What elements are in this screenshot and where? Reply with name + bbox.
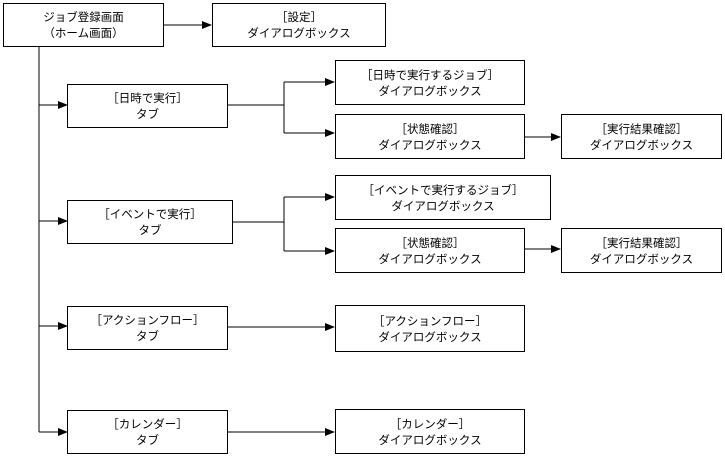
node-dialog-result-1: ［実行結果確認］ ダイアログボックス: [561, 114, 722, 159]
node-subtitle: ダイアログボックス: [391, 198, 495, 213]
node-dialog-result-2: ［実行結果確認］ ダイアログボックス: [561, 228, 722, 273]
node-dialog-event-job: ［イベントで実行するジョブ］ ダイアログボックス: [335, 175, 551, 220]
node-title: ジョブ登録画面: [43, 10, 124, 24]
node-subtitle: タブ: [138, 223, 162, 237]
node-subtitle: ダイアログボックス: [247, 26, 351, 40]
node-title: ［日時で実行するジョブ］: [361, 67, 499, 82]
node-dialog-status-1: ［状態確認］ ダイアログボックス: [335, 114, 525, 159]
node-subtitle: ダイアログボックス: [589, 251, 694, 266]
node-title: ［カレンダー］: [107, 417, 188, 431]
node-dialog-status-2: ［状態確認］ ダイアログボックス: [335, 228, 525, 273]
node-dialog-datetime-job: ［日時で実行するジョブ］ ダイアログボックス: [335, 60, 525, 105]
node-dialog-calendar: ［カレンダー］ ダイアログボックス: [335, 409, 525, 454]
node-subtitle: ダイアログボックス: [589, 137, 694, 152]
node-title: ［設定］: [276, 10, 322, 24]
node-settings-dialog: ［設定］ ダイアログボックス: [212, 3, 386, 47]
node-title: ［イベントで実行］: [98, 207, 202, 221]
node-tab-action-flow: ［アクションフロー］ タブ: [67, 306, 228, 350]
node-title: ［状態確認］: [395, 121, 465, 136]
node-title: ［実行結果確認］: [595, 235, 688, 250]
node-subtitle: タブ: [136, 433, 159, 447]
node-title: ［アクションフロー］: [372, 313, 488, 328]
node-tab-calendar: ［カレンダー］ タブ: [67, 410, 228, 454]
node-home-screen: ジョブ登録画面 （ホーム画面）: [3, 3, 164, 47]
node-subtitle: （ホーム画面）: [43, 26, 124, 40]
node-title: ［実行結果確認］: [595, 121, 688, 136]
node-subtitle: タブ: [136, 107, 159, 121]
node-title: ［日時で実行］: [107, 91, 188, 105]
node-tab-datetime: ［日時で実行］ タブ: [67, 84, 228, 128]
node-subtitle: タブ: [136, 329, 159, 343]
node-subtitle: ダイアログボックス: [378, 137, 482, 152]
node-subtitle: ダイアログボックス: [378, 329, 482, 344]
node-dialog-action-flow: ［アクションフロー］ ダイアログボックス: [335, 305, 525, 352]
node-subtitle: ダイアログボックス: [378, 251, 482, 266]
node-subtitle: ダイアログボックス: [378, 432, 482, 447]
node-tab-event: ［イベントで実行］ タブ: [67, 200, 233, 244]
node-title: ［カレンダー］: [389, 416, 471, 431]
node-title: ［アクションフロー］: [90, 313, 205, 327]
node-title: ［イベントで実行するジョブ］: [362, 182, 524, 197]
node-subtitle: ダイアログボックス: [378, 83, 482, 98]
node-title: ［状態確認］: [395, 235, 465, 250]
